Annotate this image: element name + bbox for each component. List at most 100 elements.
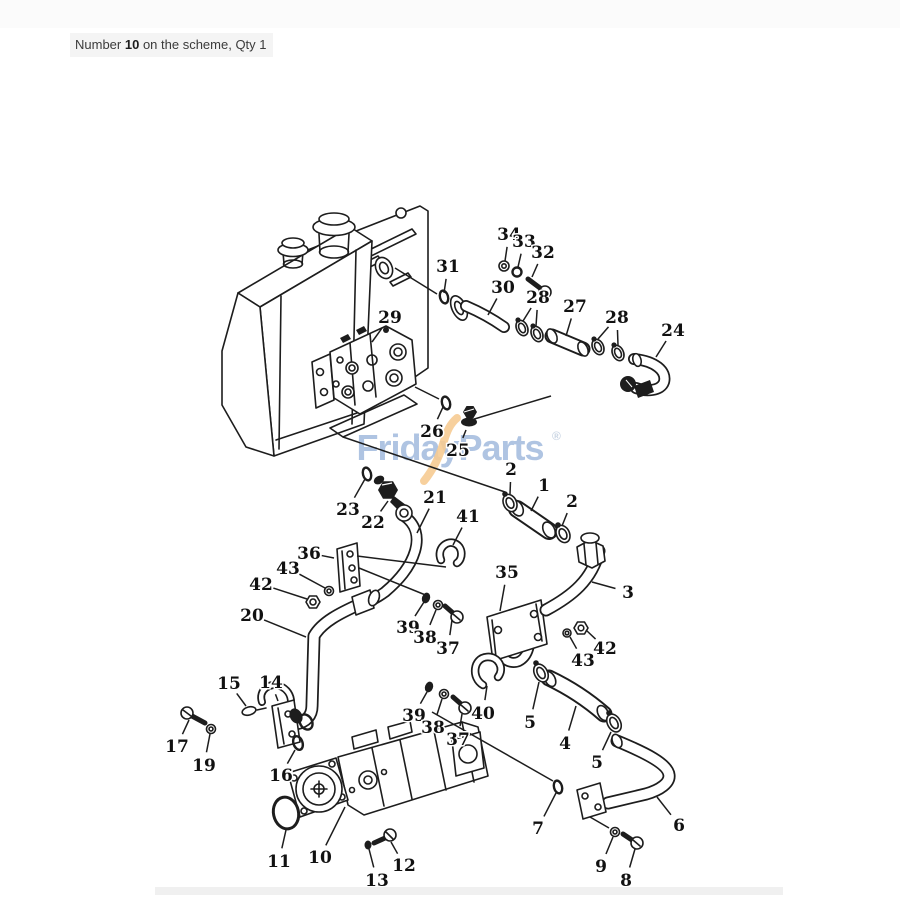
callout-leader-35 xyxy=(499,584,506,612)
callout-23: 23 xyxy=(336,500,360,520)
callout-leader-10 xyxy=(325,806,346,846)
bolt-8 xyxy=(620,831,644,850)
watermark-swoosh-icon xyxy=(420,414,461,485)
callout-leader-39 xyxy=(414,601,425,617)
washer-38a xyxy=(432,599,444,611)
callout-38: 38 xyxy=(421,718,445,738)
callout-leader-28 xyxy=(522,307,532,322)
callout-leader-17 xyxy=(181,719,190,735)
callout-14: 14 xyxy=(259,673,283,693)
pipe-20 xyxy=(289,589,381,731)
callout-39: 39 xyxy=(402,706,426,726)
o-ring-7 xyxy=(552,779,564,795)
clamp-28-right-1 xyxy=(591,336,605,356)
callout-10: 10 xyxy=(308,848,332,868)
washer-43a xyxy=(323,585,335,597)
callout-leader-28 xyxy=(616,329,619,346)
callout-leader-11 xyxy=(281,829,287,849)
callout-leader-4 xyxy=(567,705,577,731)
callout-leader-36 xyxy=(321,554,335,559)
callout-2: 2 xyxy=(505,460,517,480)
callout-42: 42 xyxy=(593,639,617,659)
callout-2: 2 xyxy=(566,492,578,512)
callout-13: 13 xyxy=(365,871,389,891)
washer-34 xyxy=(498,260,510,272)
association-line xyxy=(356,555,447,568)
nut-42b xyxy=(573,621,589,635)
callout-leader-43 xyxy=(569,636,578,650)
callout-leader-37 xyxy=(459,713,463,727)
callout-36: 36 xyxy=(297,544,321,564)
u-bolt-40 xyxy=(471,652,506,690)
callout-leader-23 xyxy=(353,478,366,499)
callout-leader-41 xyxy=(452,527,463,546)
callout-37: 37 xyxy=(436,639,460,659)
callout-16: 16 xyxy=(269,766,293,786)
callout-leader-42 xyxy=(273,587,308,600)
watermark-registered-mark: ® xyxy=(552,429,561,443)
callout-leader-7 xyxy=(543,792,557,817)
hydraulic-tank xyxy=(221,205,429,457)
callout-8: 8 xyxy=(620,871,632,891)
bracket-36 xyxy=(336,542,361,593)
hose-24 xyxy=(620,352,671,398)
bolt-17 xyxy=(180,706,208,726)
callout-21: 21 xyxy=(423,488,447,508)
hose-4 xyxy=(540,669,613,723)
callout-leader-43 xyxy=(299,573,326,589)
clamp-28-right-2 xyxy=(611,342,625,362)
bolt-12 xyxy=(371,828,397,846)
bottom-band xyxy=(155,887,783,895)
callout-32: 32 xyxy=(531,243,555,263)
association-line xyxy=(394,267,438,295)
callout-33: 33 xyxy=(512,232,536,252)
callout-39: 39 xyxy=(396,618,420,638)
callout-leader-20 xyxy=(263,619,307,638)
callout-leader-5 xyxy=(532,681,540,710)
o-ring-11 xyxy=(271,795,301,831)
top-band xyxy=(0,0,900,28)
callout-leader-25 xyxy=(462,429,467,439)
association-line xyxy=(342,436,506,493)
bolt-37b xyxy=(450,694,472,715)
callout-6: 6 xyxy=(673,816,685,836)
callout-leader-2 xyxy=(561,512,568,527)
callout-leader-42 xyxy=(585,629,597,640)
callout-37: 37 xyxy=(446,730,470,750)
clamp-28-left-1 xyxy=(515,317,529,337)
hose-27 xyxy=(544,328,591,357)
callout-leader-38 xyxy=(429,609,437,626)
callout-leader-15 xyxy=(236,693,247,707)
association-lines xyxy=(342,267,610,829)
o-ring-16 xyxy=(291,735,305,751)
callout-28: 28 xyxy=(605,308,629,328)
callout-29: 29 xyxy=(378,308,402,328)
callout-43: 43 xyxy=(571,651,595,671)
hose-30 xyxy=(449,295,510,333)
watermark-text: FridayParts xyxy=(356,427,543,468)
washer-9 xyxy=(609,826,621,838)
control-valve xyxy=(311,325,418,438)
part-info-header: Number 10 on the scheme, Qty 1 xyxy=(70,33,273,57)
bolt-32 xyxy=(525,276,552,299)
fridayparts-watermark: FridayParts ® xyxy=(356,414,561,485)
callout-leader-9 xyxy=(605,836,614,855)
callout-leader-16 xyxy=(286,749,296,765)
callout-leader-14 xyxy=(274,693,279,702)
callout-4: 4 xyxy=(559,734,571,754)
callout-leader-29 xyxy=(371,327,384,343)
clamp-5b xyxy=(605,710,623,733)
callout-40: 40 xyxy=(471,704,495,724)
callout-43: 43 xyxy=(276,559,300,579)
callout-leader-33 xyxy=(517,253,522,268)
callout-27: 27 xyxy=(563,297,587,317)
washer-43b xyxy=(562,628,572,638)
callout-3: 3 xyxy=(622,583,634,603)
callout-leader-30 xyxy=(487,298,498,316)
pump-10 xyxy=(287,708,489,818)
o-ring-23 xyxy=(361,466,373,482)
callout-leader-39 xyxy=(419,691,428,705)
header-prefix: Number xyxy=(75,37,125,52)
